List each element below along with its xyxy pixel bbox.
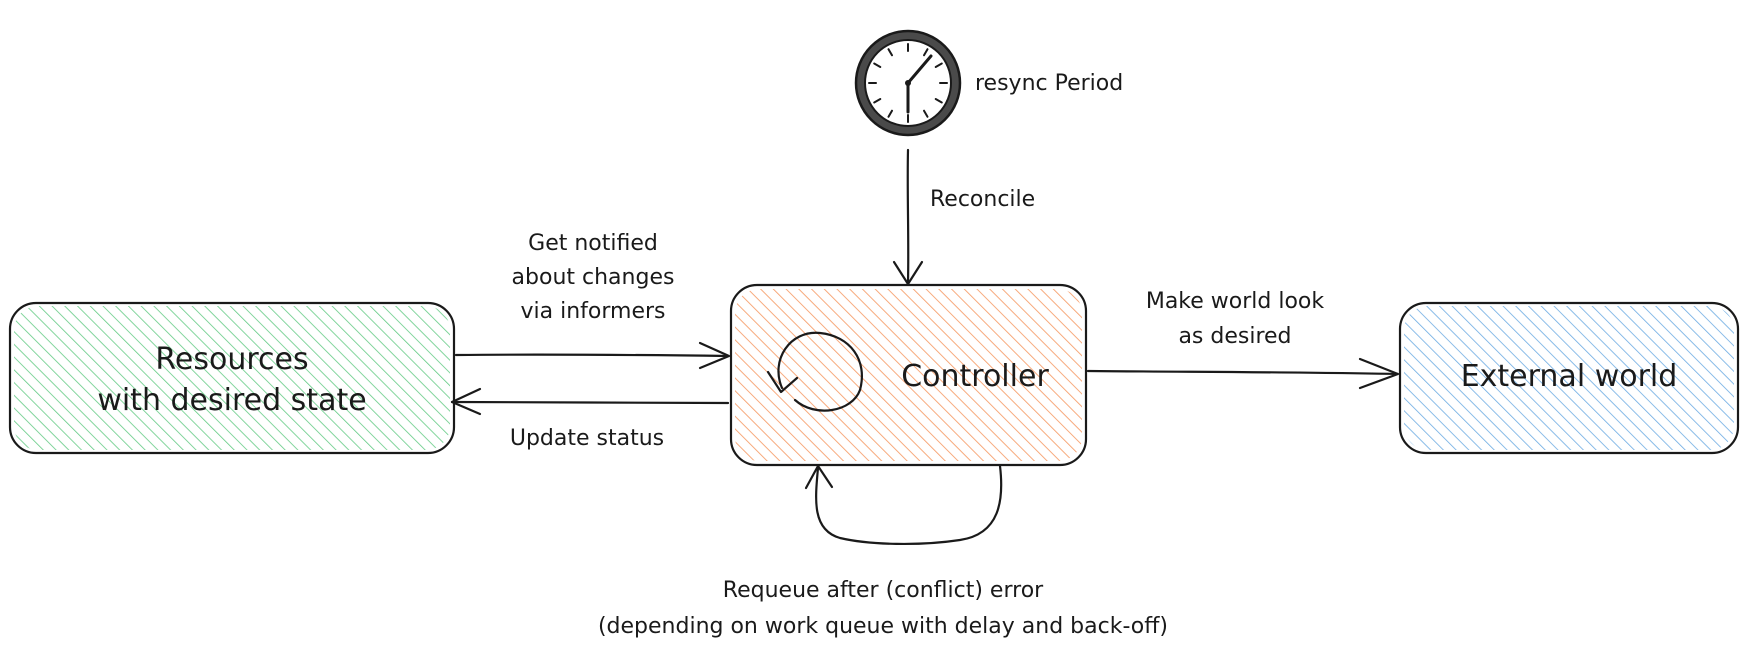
make-world-label-line2: as desired: [1178, 324, 1291, 349]
requeue-label-line2: (depending on work queue with delay and …: [598, 614, 1168, 639]
controller-box: Controller: [729, 283, 1088, 467]
reconcile-loop-icon: [766, 331, 863, 412]
notified-label-line2: about changes: [512, 265, 675, 290]
make-world-arrow: [1086, 357, 1400, 390]
resources-label-line1: Resources: [155, 342, 308, 377]
reconcile-arrow: [892, 148, 924, 286]
external-world-label: External world: [1461, 359, 1678, 394]
requeue-loop-arrow: [804, 464, 1003, 546]
resources-box: Resources with desired state: [8, 301, 456, 455]
resync-period-label: resync Period: [975, 71, 1123, 96]
requeue-label-line1: Requeue after (conflict) error: [723, 578, 1044, 603]
notified-label-line3: via informers: [521, 299, 666, 324]
reconcile-label: Reconcile: [930, 187, 1035, 212]
update-status-arrow: [450, 387, 730, 416]
external-world-box: External world: [1398, 301, 1740, 455]
notified-label-line1: Get notified: [528, 231, 658, 256]
resources-label-line2: with desired state: [97, 383, 366, 418]
update-status-label: Update status: [510, 426, 664, 451]
clock-icon: [854, 29, 962, 137]
controller-label: Controller: [901, 359, 1049, 394]
make-world-label-line1: Make world look: [1146, 289, 1325, 314]
informer-notification-arrow: [454, 341, 731, 370]
